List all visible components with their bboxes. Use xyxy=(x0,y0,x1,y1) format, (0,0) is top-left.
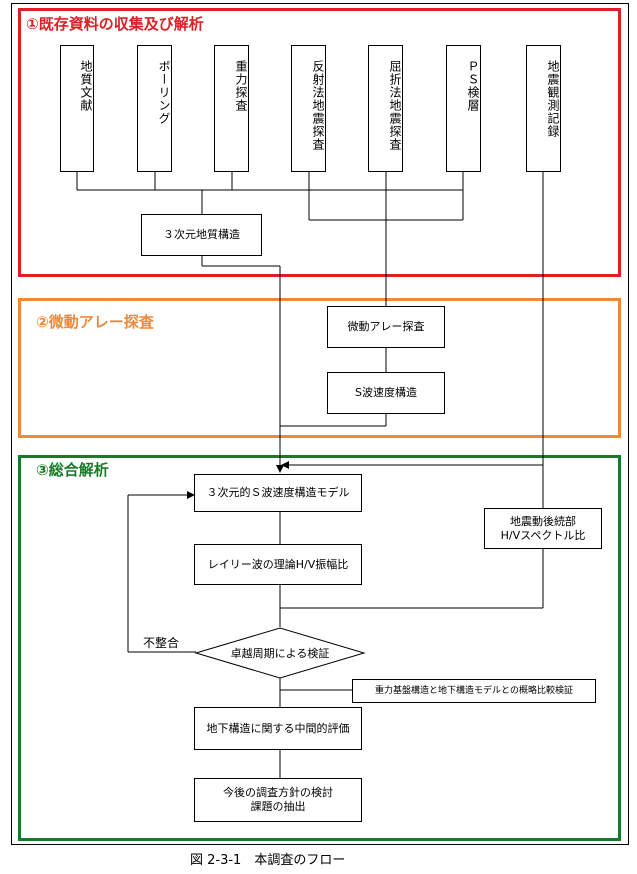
gravity-comparison-box: 重力基盤構造と地下構造モデルとの概略比較検証 xyxy=(352,679,596,703)
source-geologic-literature: 地質文献 xyxy=(60,45,94,172)
future-plan-box: 今後の調査方針の検討 課題の抽出 xyxy=(194,778,362,822)
earthquake-hv-box: 地震動後続部 H/Vスペクトル比 xyxy=(484,508,602,549)
source-boring: ボーリング xyxy=(137,45,172,172)
section-existing-data-title: ①既存資料の収集及び解析 xyxy=(26,15,204,33)
source-ps-logging-label: ＰＳ検層 xyxy=(466,60,480,112)
microtremor-survey-box: 微動アレー探査 xyxy=(327,306,445,348)
s-wave-structure-box: S波速度構造 xyxy=(327,372,445,414)
figure-caption: 図 2-3-1 本調査のフロー xyxy=(190,853,346,868)
section-integrated-analysis-title: ③総合解析 xyxy=(36,461,109,479)
source-boring-label: ボーリング xyxy=(157,60,171,125)
section-microtremor-title: ②微動アレー探査 xyxy=(36,313,154,331)
interim-evaluation-box: 地下構造に関する中間的評価 xyxy=(194,707,362,750)
decision-diamond xyxy=(194,627,366,679)
source-refraction-seismic-label: 屈折法地震探査 xyxy=(388,60,402,151)
source-reflection-seismic: 反射法地震探査 xyxy=(291,45,326,172)
decision-label: 卓越周期による検証 xyxy=(230,647,330,660)
source-gravity-survey-label: 重力探査 xyxy=(234,60,248,112)
rayleigh-hv-box: レイリー波の理論H/V振幅比 xyxy=(194,544,362,585)
section-microtremor xyxy=(18,298,621,438)
source-geologic-literature-label: 地質文献 xyxy=(79,60,93,112)
source-earthquake-records-label: 地震観測記録 xyxy=(546,60,560,138)
section-existing-data xyxy=(18,8,621,277)
s-wave-model-box: ３次元的Ｓ波速度構造モデル xyxy=(194,474,362,512)
section-integrated-analysis xyxy=(18,455,621,841)
source-ps-logging: ＰＳ検層 xyxy=(446,45,481,172)
outer-frame xyxy=(11,3,629,845)
source-reflection-seismic-label: 反射法地震探査 xyxy=(311,60,325,151)
source-refraction-seismic: 屈折法地震探査 xyxy=(368,45,403,172)
source-gravity-survey: 重力探査 xyxy=(214,45,249,172)
mismatch-label: 不整合 xyxy=(143,636,180,650)
geology-3d-box: ３次元地質構造 xyxy=(141,214,262,256)
source-earthquake-records: 地震観測記録 xyxy=(526,45,561,172)
